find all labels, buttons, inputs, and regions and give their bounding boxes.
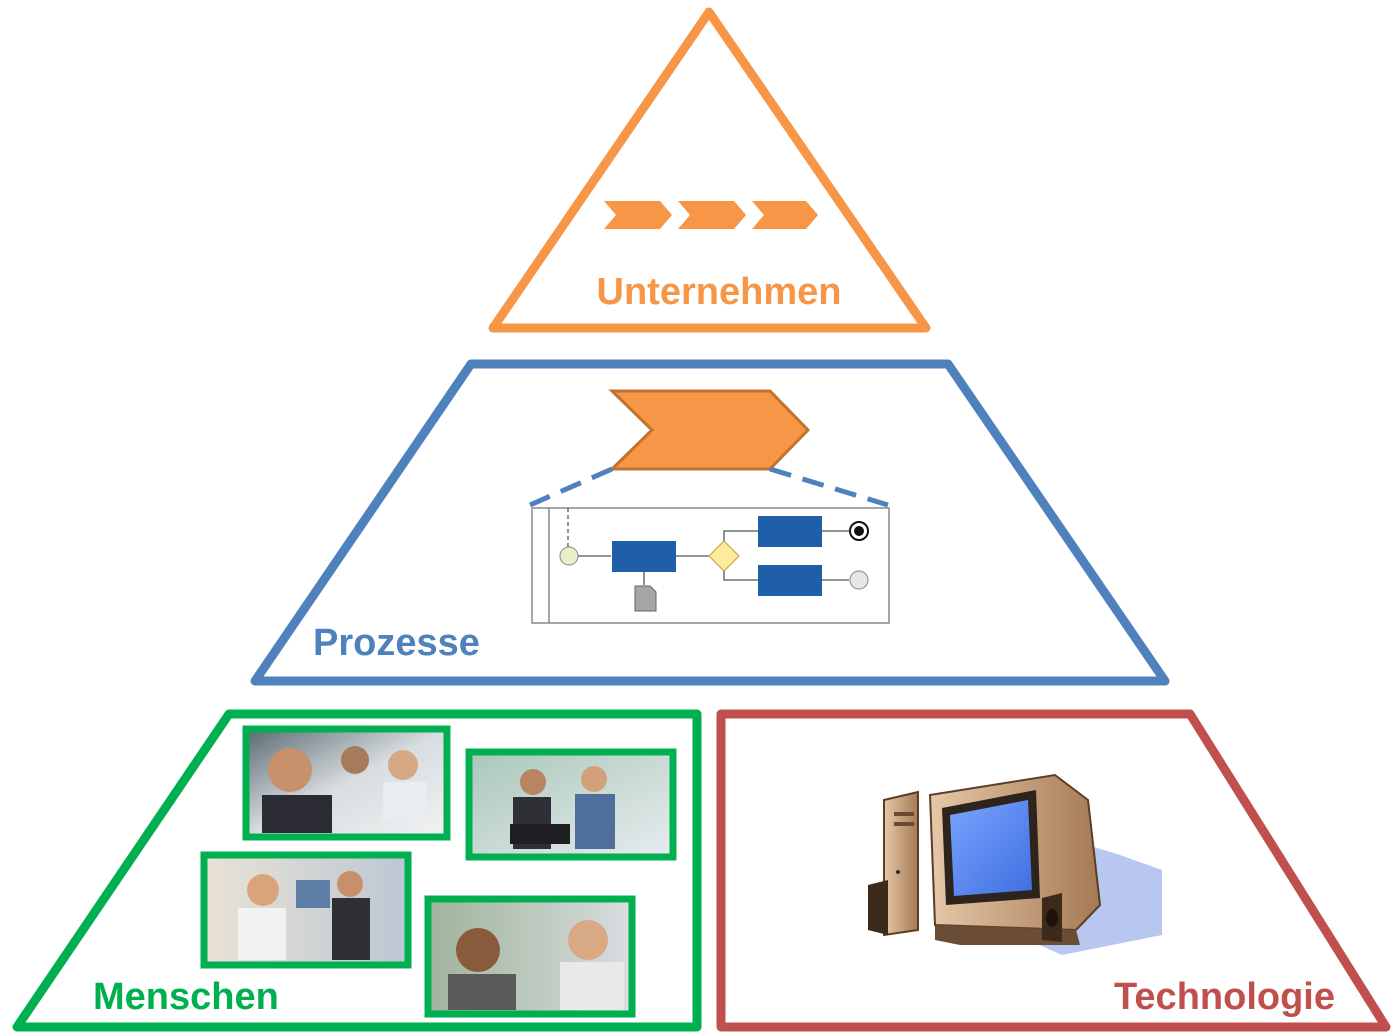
prozesse-label: Prozesse bbox=[313, 622, 480, 664]
prozesse-trapezoid: Prozesse bbox=[250, 359, 1170, 686]
team-meeting-photo bbox=[242, 725, 451, 841]
process-chevron-icon bbox=[608, 389, 811, 471]
reception-photo bbox=[200, 851, 412, 969]
zoom-line-right bbox=[769, 466, 889, 508]
technologie-label: Technologie bbox=[1114, 976, 1335, 1018]
computer-icon bbox=[868, 773, 1162, 955]
business-couple-photo bbox=[465, 748, 677, 861]
menschen-label: Menschen bbox=[93, 976, 279, 1018]
menschen-trapezoid: Menschen bbox=[12, 709, 702, 1032]
chevron-arrows-icon bbox=[604, 201, 818, 229]
unternehmen-label: Unternehmen bbox=[597, 271, 842, 313]
technologie-trapezoid: Technologie bbox=[716, 709, 1391, 1032]
unternehmen-triangle: Unternehmen bbox=[488, 7, 931, 333]
bpmn-diagram-icon bbox=[531, 507, 890, 624]
colleagues-photo bbox=[424, 895, 636, 1018]
zoom-line-left bbox=[528, 466, 614, 508]
